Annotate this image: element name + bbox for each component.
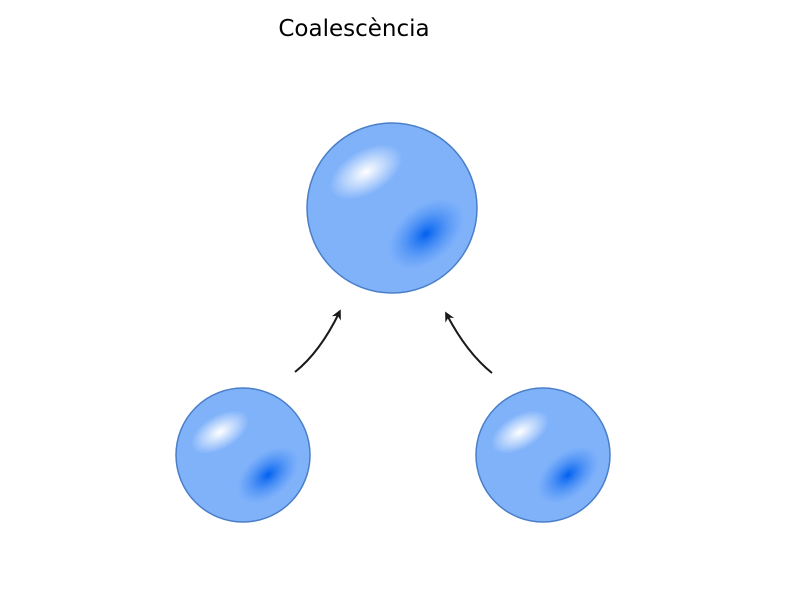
arrow-left: [294, 309, 341, 373]
droplet-right: [475, 387, 611, 523]
diagram-title: Coalescència: [278, 16, 430, 42]
merged-droplet: [306, 122, 478, 294]
droplet-left: [175, 387, 311, 523]
arrow-right: [445, 311, 493, 374]
